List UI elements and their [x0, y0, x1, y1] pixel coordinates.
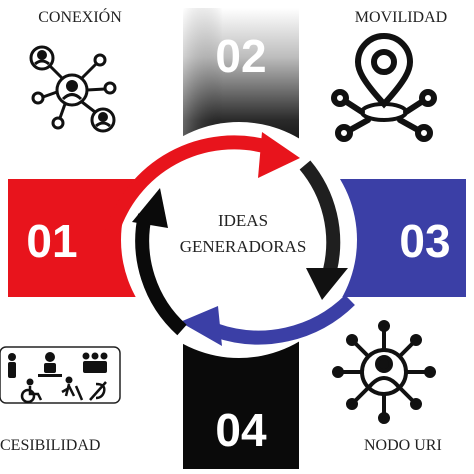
network-people-icon — [29, 45, 117, 133]
accessibility-people-icon — [0, 346, 121, 404]
label-accesibilidad: CESIBILIDAD — [0, 437, 100, 454]
label-movilidad: MOVILIDAD — [355, 9, 447, 26]
red-arrow — [105, 132, 300, 235]
block-01-number: 01 — [26, 215, 77, 267]
black-arrow-left — [132, 188, 187, 336]
block-03-number: 03 — [399, 215, 450, 267]
block-04: 04 — [183, 330, 299, 469]
center-title-line1: IDEAS — [218, 211, 268, 230]
location-pin-network-icon — [331, 33, 437, 142]
block-04-number: 04 — [215, 404, 267, 456]
label-nodo-urbano: NODO URI — [364, 437, 442, 454]
center-disk — [121, 122, 357, 358]
center-title-line2: GENERADORAS — [180, 237, 307, 256]
block-03: 03 — [336, 179, 466, 297]
person-hub-icon — [332, 320, 436, 424]
block-02-number: 02 — [215, 30, 266, 82]
label-conexion: CONEXIÓN — [38, 7, 122, 26]
blue-arrow — [180, 294, 355, 346]
black-arrow-right — [299, 160, 348, 300]
